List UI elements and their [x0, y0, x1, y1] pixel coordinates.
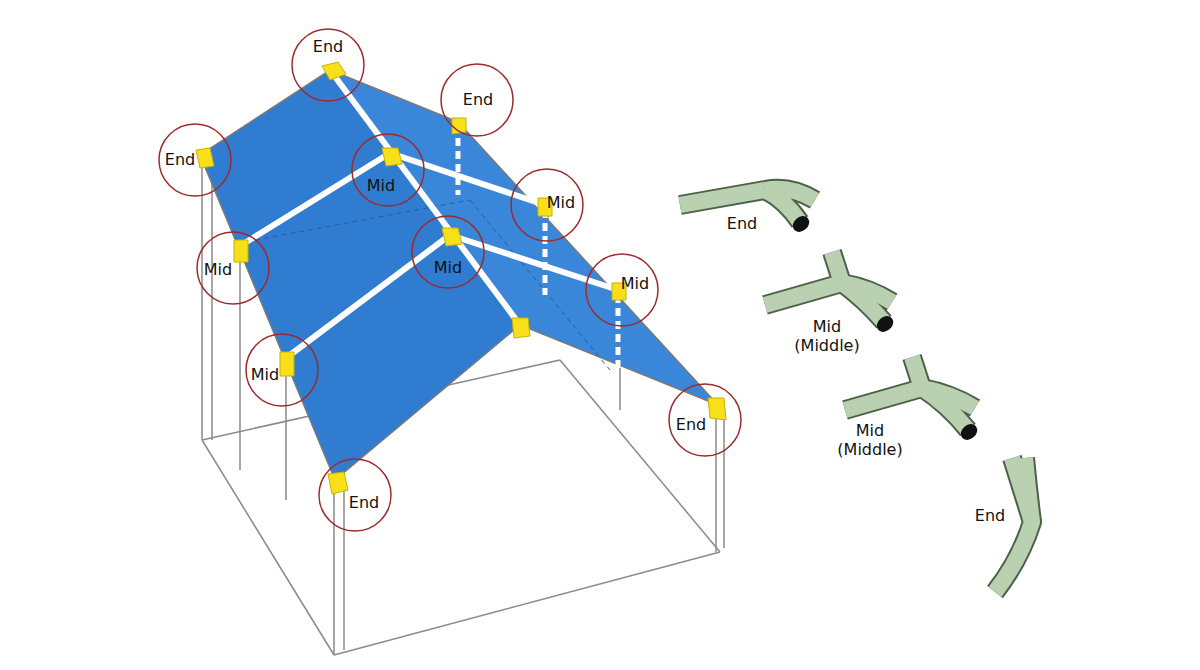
circle-outline: [411, 215, 485, 289]
fitting-label: End: [349, 495, 379, 511]
callout-circle: Mid: [510, 168, 584, 242]
callout-circle: End: [291, 28, 365, 102]
part-label: Mid (Middle): [830, 421, 910, 459]
part-label: End: [712, 214, 772, 233]
callout-circle: End: [158, 123, 232, 197]
fitting-label: End: [676, 417, 706, 433]
fitting-label: Mid: [434, 260, 462, 276]
fitting-label: Mid: [621, 276, 649, 292]
callout-circle: Mid: [585, 253, 659, 327]
part-label: Mid (Middle): [787, 317, 867, 355]
callout-circle: End: [318, 458, 392, 532]
fitting-label: Mid: [367, 178, 395, 194]
fitting-label: End: [463, 92, 493, 108]
callout-circle: Mid: [245, 333, 319, 407]
fitting-label: Mid: [204, 262, 232, 278]
part-label: End: [960, 506, 1020, 525]
fitting-label: End: [313, 39, 343, 55]
callout-circle: End: [440, 63, 514, 137]
callout-circle: Mid: [411, 215, 485, 289]
fitting-label: Mid: [251, 367, 279, 383]
callout-circle: End: [668, 383, 742, 457]
callout-circle: Mid: [351, 133, 425, 207]
fitting-label: Mid: [547, 195, 575, 211]
callout-circle: Mid: [196, 231, 270, 305]
circle-outline: [351, 133, 425, 207]
fitting-label: End: [165, 152, 195, 168]
